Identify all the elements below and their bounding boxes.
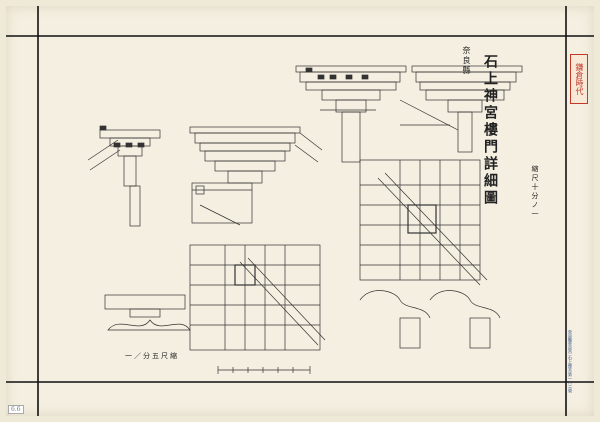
frame-lines: [6, 6, 594, 416]
note-line: 奈良縣奈良市: [568, 330, 573, 354]
corner-label: 6.6: [8, 405, 24, 414]
scale-label-top: 縮尺十分ノ一: [531, 165, 539, 219]
bracket-detail-left: [87, 125, 161, 227]
catalog-note: 奈良縣奈良市 石上神宮 第一八二號: [568, 330, 573, 393]
region-label: 奈良縣: [462, 46, 471, 76]
scale-bar: [217, 366, 311, 374]
bracket-bottom-left: [104, 294, 191, 331]
plan-view-left: [189, 244, 326, 351]
curved-profiles-right: [359, 290, 501, 349]
scale-caption: 一／分五尺縮: [125, 352, 179, 360]
elevation-middle: [189, 126, 323, 226]
note-line: 石上神宮: [568, 355, 573, 372]
period-stamp: 鎌倉時代: [570, 54, 588, 104]
drawing-title: 石上神宮樓門詳細圖: [482, 54, 498, 207]
note-line: 第一八二號: [568, 372, 573, 393]
elevation-top-center: [295, 65, 407, 163]
plan-view-right: [359, 159, 488, 286]
elevation-top-right: [399, 65, 523, 153]
